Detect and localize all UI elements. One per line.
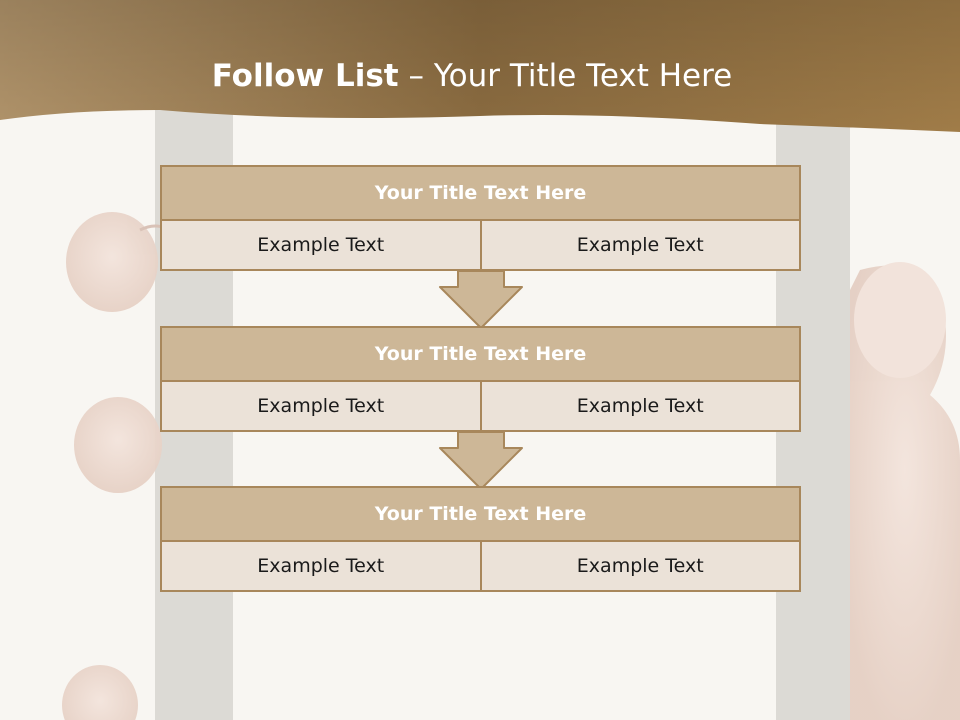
block-row: Example Text Example Text <box>160 382 801 432</box>
title-rest: – Your Title Text Here <box>398 58 733 94</box>
left-hand <box>62 212 177 720</box>
title-bold: Follow List <box>211 58 399 94</box>
block-title: Your Title Text Here <box>160 486 801 542</box>
block-row: Example Text Example Text <box>160 542 801 592</box>
block-cell-right: Example Text <box>480 382 801 432</box>
block-cell-left: Example Text <box>160 542 481 592</box>
block-cell-left: Example Text <box>160 382 481 432</box>
flow-block-1: Your Title Text Here Example Text Exampl… <box>160 165 801 271</box>
block-title: Your Title Text Here <box>160 326 801 382</box>
down-arrow-icon <box>439 431 523 490</box>
flow-block-3: Your Title Text Here Example Text Exampl… <box>160 486 801 592</box>
block-row: Example Text Example Text <box>160 221 801 271</box>
right-hand <box>850 262 960 720</box>
down-arrow-icon <box>439 270 523 329</box>
block-title: Your Title Text Here <box>160 165 801 221</box>
flow-block-2: Your Title Text Here Example Text Exampl… <box>160 326 801 432</box>
block-cell-left: Example Text <box>160 221 481 271</box>
block-cell-right: Example Text <box>480 221 801 271</box>
block-cell-right: Example Text <box>480 542 801 592</box>
page-title: Follow List – Your Title Text Here <box>0 56 944 96</box>
